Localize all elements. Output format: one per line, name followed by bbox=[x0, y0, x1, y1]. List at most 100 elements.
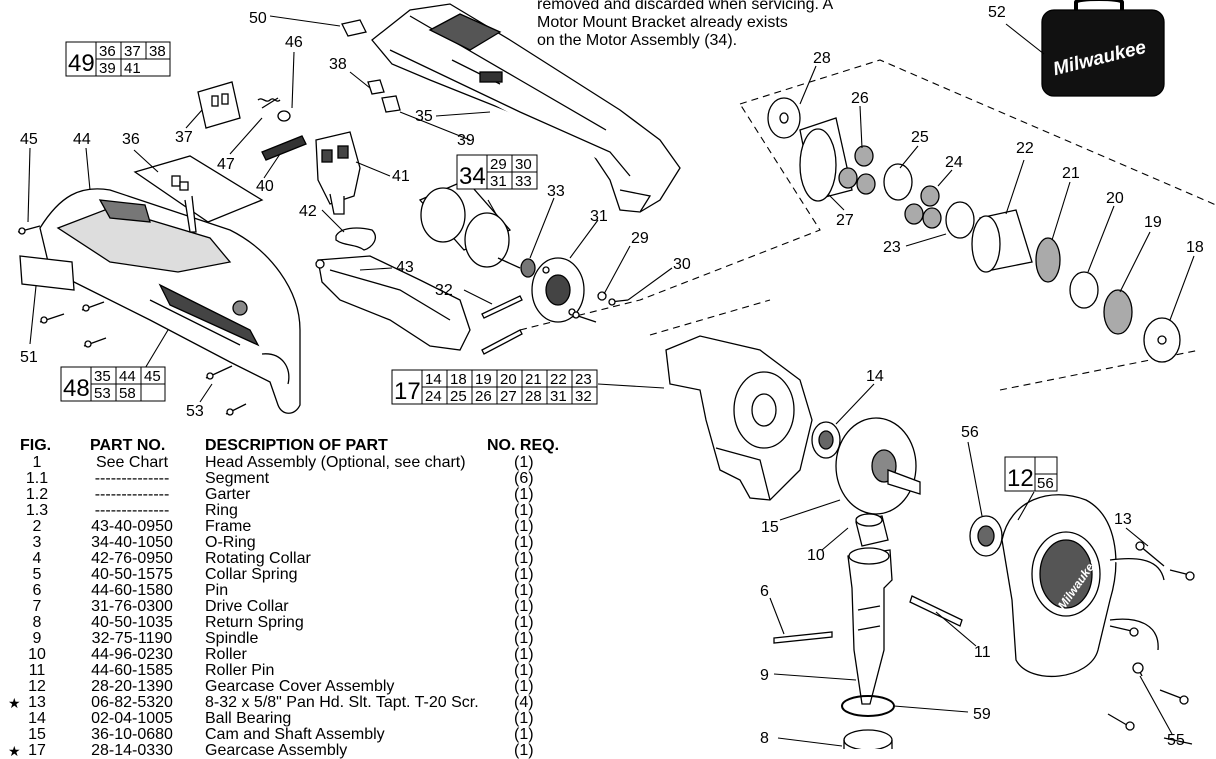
top-housing bbox=[371, 3, 681, 213]
row-part-no: 02-04-1005 bbox=[91, 710, 173, 727]
row-part-no: 31-76-0300 bbox=[91, 598, 173, 615]
row-fig: 1.3 bbox=[25, 502, 49, 519]
row-fig: 14 bbox=[28, 710, 46, 727]
row-part-no: -------------- bbox=[94, 470, 170, 487]
kit-49-cell: 39 bbox=[99, 60, 116, 77]
kit-17-cell: 19 bbox=[475, 371, 492, 388]
table-row: ★ 13 06-82-5320 8-32 x 5/8" Pan Hd. Slt. Ta… bbox=[0, 694, 580, 712]
header-fig: FIG. bbox=[20, 437, 52, 454]
header-part-no: PART NO. bbox=[90, 437, 166, 454]
kit-48-cell: 53 bbox=[94, 385, 111, 402]
kit-34-cell: 33 bbox=[515, 173, 532, 190]
callout-19: 19 bbox=[1144, 214, 1162, 231]
row-qty: (1) bbox=[514, 582, 534, 599]
row-part-no: 40-50-1035 bbox=[91, 614, 173, 631]
callout-23: 23 bbox=[883, 239, 901, 256]
row-part-no: 06-82-5320 bbox=[91, 694, 173, 711]
row-fig: 13 bbox=[28, 694, 46, 711]
kit-49-main: 49 bbox=[68, 50, 95, 77]
kit-17-main: 17 bbox=[394, 378, 421, 405]
callout-20: 20 bbox=[1106, 190, 1124, 207]
row-fig: 1.1 bbox=[25, 470, 49, 487]
kit-49-cell: 37 bbox=[124, 43, 141, 60]
note-line: on the Motor Assembly (34). bbox=[537, 32, 738, 49]
row-description: Cam and Shaft Assembly bbox=[205, 726, 385, 743]
kit-box-17: 17 14 18 19 20 21 22 23 24 25 26 27 28 3… bbox=[391, 369, 598, 405]
return-spring bbox=[843, 729, 893, 749]
assembly-guide-lines bbox=[519, 59, 1216, 391]
kit-48-cell: 35 bbox=[94, 368, 111, 385]
row-fig: 1.2 bbox=[25, 486, 49, 503]
kit-48-cell: 45 bbox=[144, 368, 161, 385]
row-description: Garter bbox=[205, 486, 251, 503]
kit-34-cell: 29 bbox=[490, 156, 507, 173]
pins bbox=[481, 295, 523, 355]
row-qty: (1) bbox=[514, 486, 534, 503]
callout-33: 33 bbox=[547, 183, 565, 200]
row-fig: 8 bbox=[32, 614, 42, 631]
row-part-no: 32-75-1190 bbox=[91, 630, 173, 647]
row-part-no: 42-76-0950 bbox=[91, 550, 173, 567]
kit-48-cell: 58 bbox=[119, 385, 136, 402]
row-fig: 1 bbox=[32, 454, 42, 471]
row-qty: (1) bbox=[514, 662, 534, 679]
row-fig: 4 bbox=[32, 550, 42, 567]
row-star: ★ bbox=[8, 695, 21, 711]
kit-49-cell: 36 bbox=[99, 43, 116, 60]
cam-and-shaft bbox=[835, 417, 921, 515]
row-description: Segment bbox=[205, 470, 270, 487]
kit-49-cell: 41 bbox=[124, 60, 141, 77]
row-description: 8-32 x 5/8" Pan Hd. Slt. Tapt. T-20 Scr. bbox=[205, 694, 479, 711]
cover-screws bbox=[1107, 541, 1195, 745]
callout-28: 28 bbox=[813, 50, 831, 67]
battery-cover bbox=[19, 255, 75, 291]
callout-31: 31 bbox=[590, 208, 608, 225]
callout-8: 8 bbox=[760, 730, 769, 747]
button-pieces bbox=[367, 79, 401, 113]
kit-34-cell: 31 bbox=[490, 173, 507, 190]
row-qty: (1) bbox=[514, 598, 534, 615]
callout-42: 42 bbox=[299, 203, 317, 220]
callout-44: 44 bbox=[73, 131, 91, 148]
row-part-no: 40-50-1575 bbox=[91, 566, 173, 583]
row-fig: 11 bbox=[28, 662, 46, 679]
row-qty: (1) bbox=[514, 630, 534, 647]
row-part-no: 28-14-0330 bbox=[91, 742, 173, 759]
row-qty: (1) bbox=[514, 742, 534, 759]
callout-26: 26 bbox=[851, 90, 869, 107]
callout-24: 24 bbox=[945, 154, 963, 171]
kit-48-cell: 44 bbox=[119, 368, 136, 385]
gearcase-cover: Milwaukee bbox=[1001, 494, 1165, 678]
kit-17-cell: 14 bbox=[425, 371, 442, 388]
row-description: O-Ring bbox=[205, 534, 256, 551]
leader-lines bbox=[27, 15, 1195, 747]
row-qty: (1) bbox=[514, 726, 534, 743]
row-qty: (1) bbox=[514, 454, 534, 471]
row-qty: (1) bbox=[514, 534, 534, 551]
row-fig: 15 bbox=[28, 726, 46, 743]
row-description: Return Spring bbox=[205, 614, 304, 631]
kit-17-cell: 31 bbox=[550, 388, 567, 405]
callout-52: 52 bbox=[988, 4, 1006, 21]
row-part-no: 44-96-0230 bbox=[91, 646, 173, 663]
row-fig: 6 bbox=[32, 582, 42, 599]
callout-35: 35 bbox=[415, 108, 433, 125]
callout-55: 55 bbox=[1167, 732, 1185, 749]
kit-17-cell: 24 bbox=[425, 388, 442, 405]
row-fig: 5 bbox=[32, 566, 42, 583]
bracket-screws bbox=[572, 291, 629, 323]
table-row: 1.3--------------Ring(1) bbox=[0, 503, 580, 519]
callout-46: 46 bbox=[285, 34, 303, 51]
plate bbox=[341, 19, 367, 37]
row-qty: (1) bbox=[514, 550, 534, 567]
callout-29: 29 bbox=[631, 230, 649, 247]
